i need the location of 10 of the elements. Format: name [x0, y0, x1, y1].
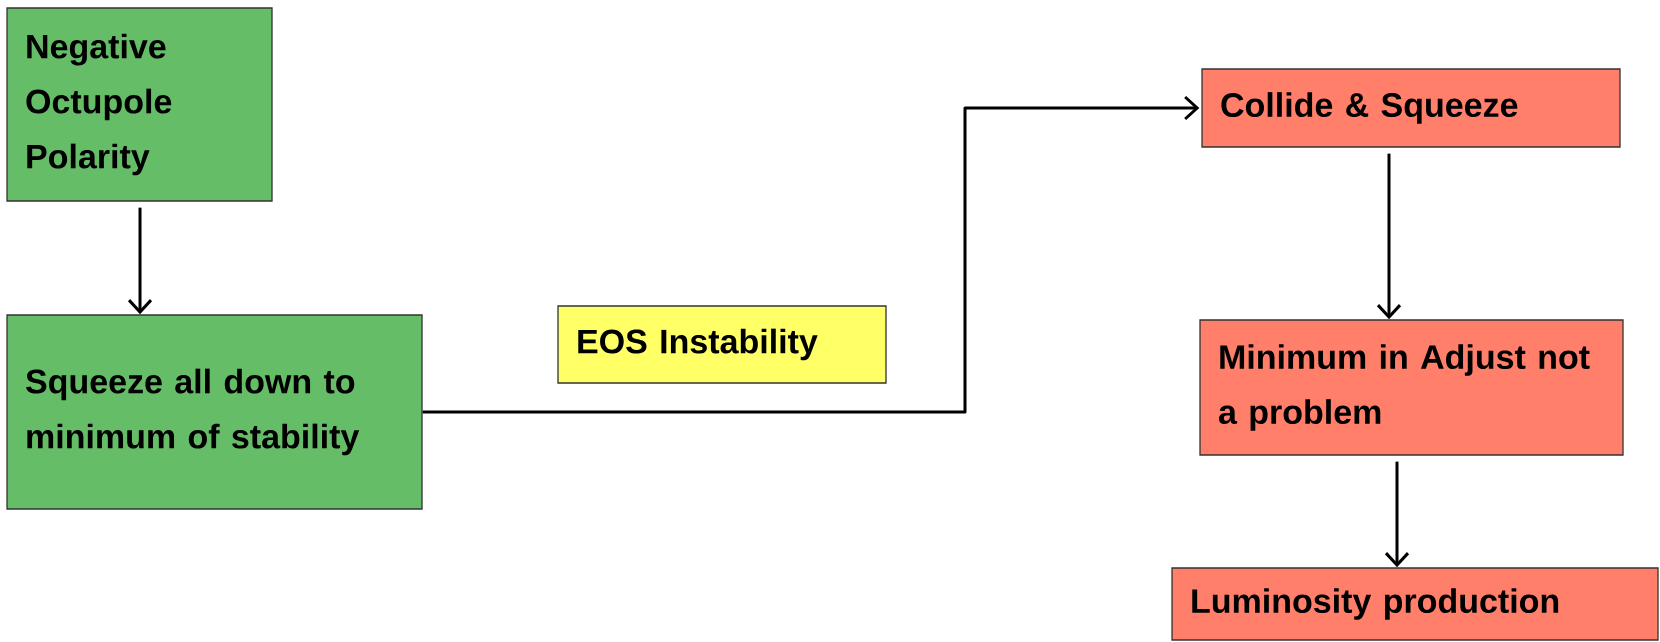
- process-box: Luminosity production: [1171, 567, 1659, 641]
- process-box: Minimum in Adjust not a problem: [1199, 319, 1624, 456]
- arrow: [127, 207, 153, 315]
- arrow: [422, 95, 1200, 414]
- process-box: Negative Octupole Polarity: [6, 7, 273, 202]
- arrow: [1384, 461, 1410, 568]
- note-box: EOS Instability: [557, 305, 887, 384]
- arrow: [1376, 153, 1402, 320]
- process-box: Squeeze all down to minimum of stability: [6, 314, 423, 510]
- process-box: Collide & Squeeze: [1201, 68, 1621, 148]
